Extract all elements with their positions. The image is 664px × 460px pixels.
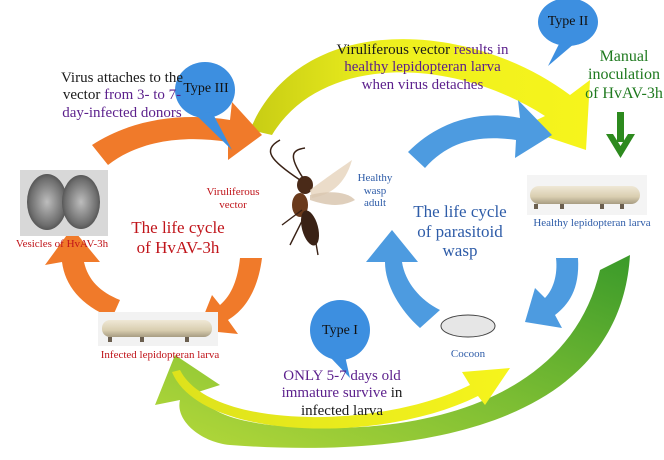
healthy-wasp-line-2: wasp xyxy=(363,184,387,197)
wasp-lifecycle-title: The life cycle of parasitoid wasp xyxy=(395,202,525,261)
attach-text: Virus attaches to the vector from 3- to … xyxy=(22,70,222,122)
blue-arrow-center xyxy=(366,230,440,328)
viruliferous-result-text: Viruliferous vector results in healthy l… xyxy=(305,42,540,94)
blue-arrow-top xyxy=(408,100,552,168)
orange-arrow-left xyxy=(45,228,120,318)
wasp-image xyxy=(269,139,355,256)
manual-inoculation-text: Manual inoculation of HvAV-3h xyxy=(585,48,663,103)
virus-lifecycle-line-2: of HvAV-3h xyxy=(136,237,220,257)
type-two-label: Type II xyxy=(547,14,589,29)
infected-larva-label: Infected lepidopteran larva xyxy=(100,349,220,361)
survival-text: ONLY 5-7 days old immature survive in in… xyxy=(262,368,422,420)
survive-line-3: infected larva xyxy=(300,402,384,419)
blue-arrow-right xyxy=(525,258,579,328)
type-one-label: Type I xyxy=(322,323,358,338)
viruliferous-line-1b: results in xyxy=(453,42,509,58)
viruliferous-vector-line-2: vector xyxy=(219,198,247,211)
green-bottom-arc xyxy=(155,255,630,448)
yellow-bottom-arc xyxy=(172,368,510,429)
healthy-wasp-line-1: Healthy xyxy=(357,172,393,184)
viruliferous-line-3: when virus detaches xyxy=(361,76,484,93)
orange-arrow-top xyxy=(92,102,262,165)
virus-lifecycle-title: The life cycle of HvAV-3h xyxy=(98,218,258,257)
viruliferous-line-2: healthy lepidopteran larva xyxy=(344,59,501,76)
healthy-larva-label: Healthy lepidopteran larva xyxy=(533,217,651,229)
wasp-lifecycle-line-1: The life cycle xyxy=(413,202,507,221)
survive-line-2b: in xyxy=(386,385,403,402)
attach-line-2a: vector xyxy=(62,87,105,104)
viruliferous-vector-line-1: Viruliferous xyxy=(206,186,260,198)
attach-line-3: day-infected donors xyxy=(62,104,182,121)
manual-line-3: of HvAV-3h xyxy=(585,84,663,102)
type-three-label: Type III xyxy=(183,81,229,96)
viruliferous-vector-label: Viruliferous vector xyxy=(198,186,268,211)
viruliferous-line-1a: Viruliferous vector xyxy=(336,42,454,58)
healthy-wasp-label: Healthy wasp adult xyxy=(350,172,400,210)
vesicles-label: Vesicles of HvAV-3h xyxy=(15,238,109,250)
infected-larva-image xyxy=(98,312,218,346)
manual-line-2: inoculation xyxy=(588,66,660,84)
yellow-top-arc xyxy=(250,39,590,150)
healthy-wasp-line-3: adult xyxy=(364,197,386,210)
cocoon-label: Cocoon xyxy=(450,348,486,360)
manual-line-1: Manual xyxy=(599,48,649,65)
wasp-lifecycle-line-3: wasp xyxy=(442,241,478,261)
manual-inoculation-arrow xyxy=(606,112,635,158)
survive-line-1: ONLY 5-7 days old xyxy=(283,368,401,384)
virus-lifecycle-line-1: The life cycle xyxy=(131,218,225,237)
cocoon-image xyxy=(440,314,496,338)
wasp-lifecycle-line-2: of parasitoid xyxy=(417,221,503,241)
attach-line-1: Virus attaches to the xyxy=(61,70,183,86)
callout-type-one xyxy=(310,300,370,378)
callout-type-two xyxy=(538,0,598,66)
healthy-larva-image xyxy=(527,175,647,215)
attach-line-2b: from 3- to 7- xyxy=(104,87,182,104)
survive-line-2a: immature survive xyxy=(281,385,387,402)
vesicles-image xyxy=(20,170,108,236)
callout-type-three xyxy=(175,62,235,150)
